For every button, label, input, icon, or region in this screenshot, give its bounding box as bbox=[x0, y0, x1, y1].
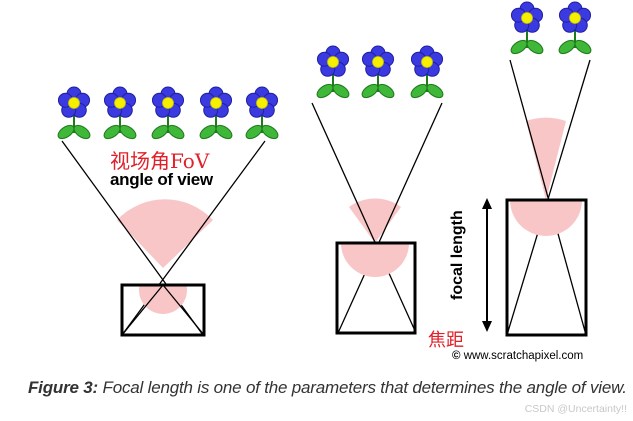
camera-box bbox=[505, 198, 588, 337]
view-line bbox=[311, 102, 417, 334]
flower-icon bbox=[151, 86, 185, 140]
fov-wedge-left bbox=[117, 199, 213, 268]
view-line bbox=[506, 59, 591, 336]
focal-length-label: focal length bbox=[449, 210, 466, 300]
angle-of-view-label: angle of view bbox=[110, 170, 213, 189]
flower-icon bbox=[57, 86, 91, 140]
lens-wedge-lower bbox=[341, 243, 409, 277]
caption-text: Focal length is one of the parameters th… bbox=[98, 378, 627, 397]
view-line bbox=[337, 102, 443, 334]
camera-narrow-fov bbox=[505, 59, 591, 337]
credit-url: www.scratchapixel.com bbox=[463, 350, 584, 362]
source-credit: © www.scratchapixel.com bbox=[452, 350, 583, 362]
focal-length-arrow bbox=[482, 198, 492, 332]
camera-wide-fov bbox=[61, 140, 266, 337]
flower-icon bbox=[103, 86, 137, 140]
figure-caption: Figure 3: Focal length is one of the par… bbox=[28, 377, 628, 399]
watermark-text: CSDN @Uncertainty!! bbox=[524, 403, 627, 415]
flower-icon bbox=[510, 1, 544, 55]
fov-wedge-right bbox=[526, 117, 566, 200]
copyright-symbol: © bbox=[452, 350, 461, 362]
focal-length-label-chinese: 焦距 bbox=[428, 330, 464, 351]
camera-medium-fov bbox=[311, 102, 443, 335]
fov-label-chinese: 视场角FoV bbox=[110, 149, 210, 173]
camera-box bbox=[335, 241, 417, 335]
flower-icon bbox=[410, 45, 444, 99]
flower-row bbox=[57, 1, 592, 140]
fov-wedge-middle bbox=[349, 198, 401, 243]
lens-wedge-lower bbox=[510, 200, 582, 236]
flower-icon bbox=[558, 1, 592, 55]
csdn-watermark: CSDN @Uncertainty!! bbox=[525, 403, 627, 415]
flower-icon bbox=[361, 45, 395, 99]
flower-icon bbox=[316, 45, 350, 99]
flower-icon bbox=[245, 86, 279, 140]
lens-wedge-lower bbox=[139, 285, 187, 314]
flower-icon bbox=[199, 86, 233, 140]
caption-prefix: Figure 3: bbox=[28, 378, 98, 397]
